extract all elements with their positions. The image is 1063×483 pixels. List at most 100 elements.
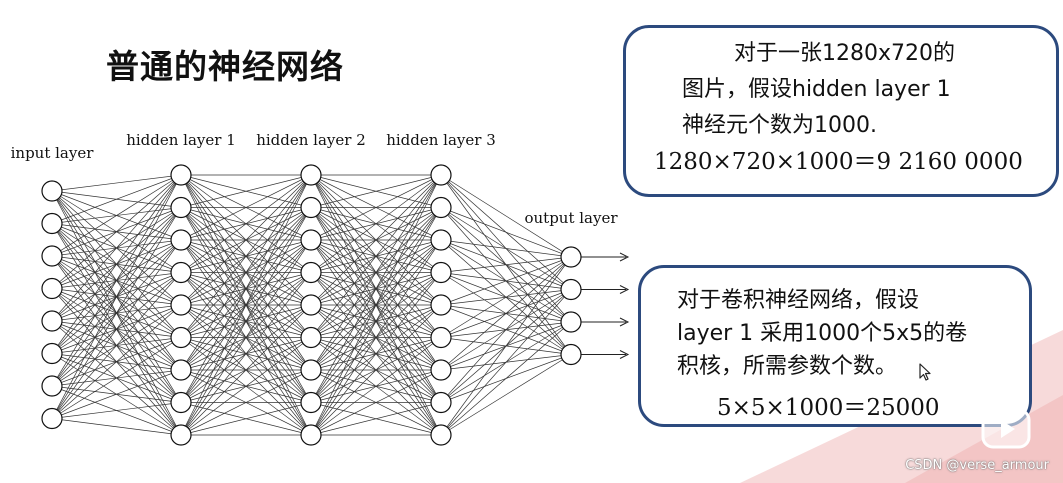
fc-text-line-3: 神经元个数为1000.	[682, 113, 877, 138]
connection-line	[51, 337, 182, 419]
connection-line	[180, 239, 312, 436]
connection-line	[51, 174, 182, 322]
neuron-node	[170, 359, 192, 381]
connection-line	[310, 239, 442, 436]
output-arrowhead	[619, 285, 630, 294]
connection-line	[440, 174, 572, 258]
neuron-node	[170, 229, 192, 251]
connection-line	[180, 174, 312, 371]
neuron-node	[560, 311, 582, 333]
mouse-cursor-icon	[919, 363, 931, 381]
connection-line	[440, 256, 572, 273]
neuron-node	[170, 294, 192, 316]
neuron-node	[430, 294, 452, 316]
connection-line	[51, 304, 182, 419]
watermark: CSDN @verse_armour	[905, 458, 1049, 473]
connection-line	[440, 354, 572, 436]
conv-text-line-1: 对于卷积神经网络，假设	[677, 288, 920, 313]
connection-line	[51, 174, 182, 192]
output-arrowhead	[619, 317, 630, 327]
connection-line	[51, 174, 182, 387]
conv-text-line-2: layer 1 采用1000个5x5的卷	[677, 321, 968, 346]
fully-connected-callout: 对于一张1280x720的 图片，假设hidden layer 1 神经元个数为…	[623, 25, 1059, 197]
convolution-callout: 对于卷积神经网络，假设 layer 1 采用1000个5x5的卷 积核，所需参数…	[638, 265, 1032, 427]
connection-line	[310, 174, 442, 208]
conv-formula: 5×5×1000＝25000	[717, 395, 940, 421]
connection-line	[180, 337, 312, 436]
neuron-node	[300, 359, 322, 381]
connection-line	[180, 174, 312, 403]
neuron-node	[430, 326, 452, 349]
connection-line	[51, 239, 182, 419]
connection-line	[51, 174, 182, 224]
connection-line	[180, 174, 312, 338]
layer-label: output layer	[524, 209, 618, 227]
neuron-node	[560, 343, 582, 366]
neuron-node	[300, 261, 322, 284]
connection-line	[440, 256, 572, 371]
neuron-node	[300, 164, 322, 186]
fc-text-line-2: 图片，假设hidden layer 1	[682, 77, 951, 102]
neuron-node	[170, 326, 192, 349]
neuron-node	[430, 196, 452, 219]
neuron-node	[300, 196, 322, 219]
neuron-node	[300, 391, 322, 414]
neuron-node	[41, 212, 63, 235]
connection-line	[310, 174, 442, 403]
connection-line	[51, 174, 182, 419]
neuron-node	[41, 407, 63, 430]
connection-line	[310, 174, 442, 436]
neuron-node	[41, 245, 63, 267]
neuron-node	[430, 164, 452, 186]
connection-line	[440, 256, 572, 338]
connection-line	[310, 272, 442, 436]
connection-line	[51, 174, 182, 354]
connection-line	[440, 256, 572, 436]
page-title: 普通的神经网络	[106, 47, 344, 86]
neuron-node	[430, 359, 452, 381]
connection-line	[440, 256, 572, 403]
neuron-node	[170, 164, 192, 186]
neuron-node	[300, 294, 322, 316]
neuron-node	[430, 261, 452, 284]
network-connections	[51, 174, 572, 436]
neuron-node	[41, 342, 63, 365]
network-neurons	[41, 164, 582, 446]
connection-line	[440, 207, 572, 258]
neuron-node	[430, 229, 452, 251]
neuron-node	[430, 391, 452, 414]
connection-line	[51, 207, 182, 419]
connection-line	[310, 304, 442, 436]
connection-line	[310, 174, 442, 371]
conv-text-line-3: 积核，所需参数个数。	[677, 354, 898, 379]
neuron-node	[41, 310, 63, 332]
connection-line	[51, 174, 182, 257]
connection-line	[51, 174, 182, 289]
connection-line	[51, 272, 182, 419]
connection-line	[51, 418, 182, 436]
output-arrowhead	[619, 252, 630, 262]
connection-line	[310, 369, 442, 436]
bilibili-tv-icon	[981, 401, 1031, 449]
neuron-node	[41, 180, 63, 202]
connection-line	[310, 337, 442, 436]
connection-line	[180, 304, 312, 436]
connection-line	[180, 369, 312, 436]
neuron-node	[300, 326, 322, 349]
connection-line	[180, 174, 312, 306]
fc-formula: 1280×720×1000＝9 2160 0000	[654, 149, 1023, 175]
layer-label: input layer	[11, 144, 95, 162]
connection-line	[180, 402, 312, 436]
neuron-node	[560, 246, 582, 268]
connection-line	[180, 174, 312, 241]
connection-line	[440, 256, 572, 306]
fc-text-line-1: 对于一张1280x720的	[734, 41, 955, 66]
connection-line	[310, 402, 442, 436]
layer-label: hidden layer 1	[126, 131, 236, 149]
connection-line	[51, 402, 182, 419]
connection-line	[310, 174, 442, 273]
connection-line	[180, 272, 312, 436]
connection-line	[180, 174, 312, 273]
